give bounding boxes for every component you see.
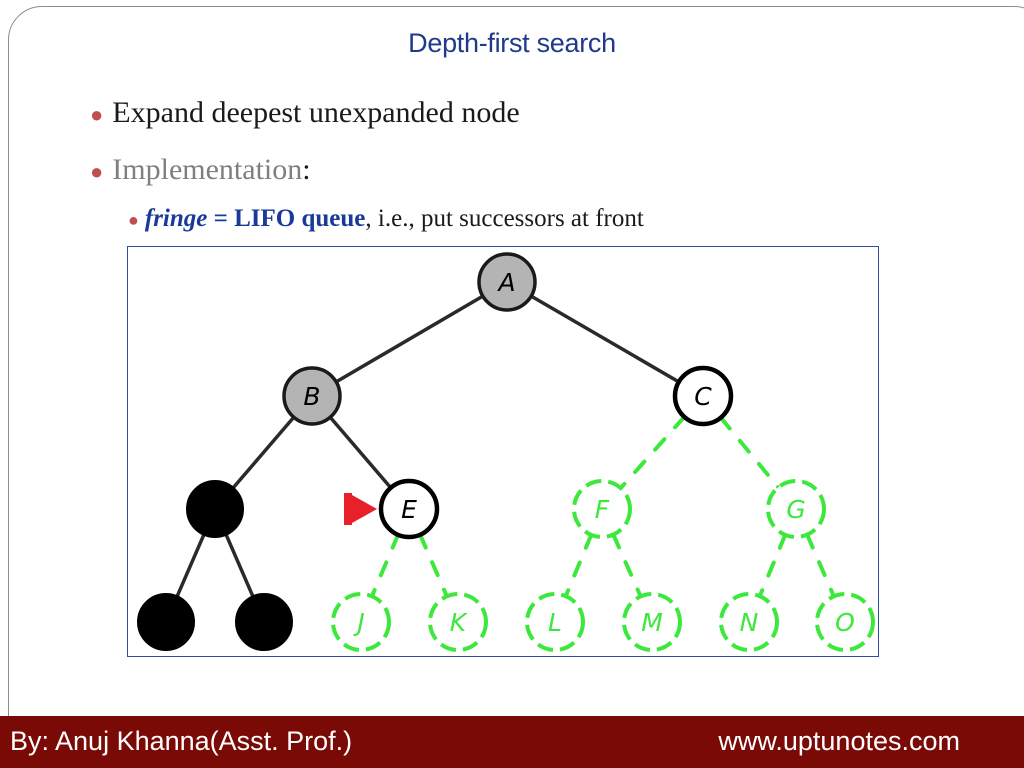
edge-G-N: [757, 532, 788, 599]
tree-node-E: E: [378, 478, 440, 540]
edge-E-K: [418, 532, 449, 599]
node-circle-C: [672, 365, 734, 427]
marker-layer: [344, 493, 377, 525]
edge-C-F: [618, 414, 687, 491]
node-label-O: O: [835, 608, 855, 637]
node-circle-J: [331, 592, 391, 652]
tree-node-L: L: [525, 592, 585, 652]
footer-author: By: Anuj Khanna(Asst. Prof.): [10, 726, 353, 756]
sub-bullet-fringe: ● fringe = LIFO queue, i.e., put success…: [128, 205, 644, 233]
edge-D-H: [175, 532, 206, 599]
tree-node-G: G: [766, 479, 826, 539]
fringe-term: fringe: [144, 205, 208, 232]
node-circle-K: [428, 592, 488, 652]
edge-C-G: [718, 415, 781, 490]
node-label-L: L: [548, 608, 562, 637]
node-label-F: F: [595, 495, 610, 524]
bullet-implementation: ● Implementation:: [90, 153, 311, 187]
current-marker-bar: [344, 493, 352, 525]
edge-B-D: [231, 415, 296, 490]
edge-E-J: [369, 532, 401, 599]
node-label-C: C: [694, 382, 712, 411]
node-label-K: K: [450, 608, 469, 637]
tree-node-B: B: [282, 366, 342, 426]
node-circle-A: [477, 252, 537, 312]
edge-D-I: [224, 532, 255, 599]
tree-node-A: A: [477, 252, 537, 312]
nodes-layer: A B C E F G J K L M N O: [137, 252, 875, 652]
tree-node-I: [235, 593, 293, 651]
dfs-tree-svg: A B C E F G J K L M N O: [137, 252, 875, 652]
node-circle-I: [235, 593, 293, 651]
node-label-G: G: [786, 495, 805, 524]
node-label-N: N: [740, 608, 759, 637]
tree-node-H: [137, 593, 195, 651]
tree-node-N: N: [719, 592, 779, 652]
node-label-B: B: [303, 382, 320, 411]
node-circle-N: [719, 592, 779, 652]
node-circle-B: [282, 366, 342, 426]
fringe-lifo: = LIFO queue: [207, 205, 366, 232]
bullet-expand-text: Expand deepest unexpanded node: [112, 96, 520, 129]
footer-website: www.uptunotes.com: [718, 726, 960, 756]
node-circle-H: [137, 593, 195, 651]
edges-layer: [175, 294, 836, 599]
bullet-dot-icon: ●: [90, 159, 104, 184]
bullet-implementation-text: Implementation: [112, 153, 303, 186]
tree-node-C: C: [672, 365, 734, 427]
edge-G-O: [805, 532, 836, 599]
tree-node-D: [186, 480, 244, 538]
fringe-description: , i.e., put successors at front: [365, 205, 644, 232]
tree-node-K: K: [428, 592, 488, 652]
tree-node-M: M: [622, 592, 682, 652]
node-circle-G: [766, 479, 826, 539]
node-circle-F: [572, 479, 632, 539]
node-label-E: E: [401, 495, 417, 524]
edge-A-B: [334, 294, 485, 384]
bullet-dot-icon: ●: [128, 210, 139, 230]
bullet-dot-icon: ●: [90, 102, 104, 127]
edge-F-L: [563, 532, 594, 599]
tree-node-O: O: [815, 592, 875, 652]
slide-title: Depth-first search: [408, 28, 616, 58]
edge-B-E: [328, 415, 393, 490]
tree-node-J: J: [331, 592, 391, 652]
node-circle-O: [815, 592, 875, 652]
node-label-A: A: [496, 268, 515, 297]
node-circle-E: [378, 478, 440, 540]
dfs-tree-diagram: A B C E F G J K L M N O: [127, 246, 879, 657]
bullet-expand: ● Expand deepest unexpanded node: [90, 96, 520, 130]
edge-A-C: [529, 294, 681, 384]
node-label-M: M: [641, 608, 663, 637]
node-circle-D: [186, 480, 244, 538]
bullet-implementation-colon: :: [302, 153, 311, 186]
node-circle-M: [622, 592, 682, 652]
edge-F-M: [611, 532, 643, 599]
tree-node-F: F: [572, 479, 632, 539]
footer-bar: By: Anuj Khanna(Asst. Prof.) www.uptunot…: [0, 716, 1024, 768]
node-circle-L: [525, 592, 585, 652]
current-node-arrow-icon: [352, 495, 377, 523]
